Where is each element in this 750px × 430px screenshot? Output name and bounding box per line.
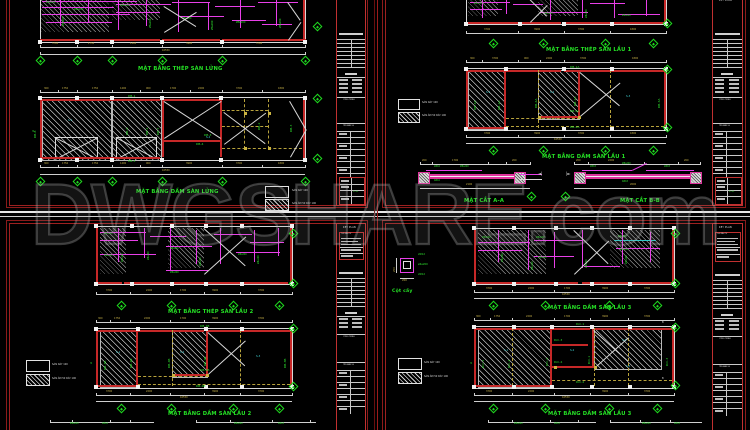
sheet-top-right[interactable]: Ø8a200 Ø8a200 Ø8a200 Ø8a200 3700 3900 37… [378,0,750,211]
key-plan-label: KEY PLAN [719,0,732,2]
detail-annotation-stirrup: ø6a200 [418,263,428,266]
sheet-frame-outer [6,220,368,430]
detail-dimension-horizontal: 200 [402,279,407,282]
section-title: MẶT CẮT A-A [464,198,505,204]
legend-swatch-solid [26,360,50,372]
legend-swatch-solid [398,99,420,110]
title-block[interactable]: CÔNG TRÌNH TÊN BẢN VẼ KC-05 [336,0,366,206]
detail-title: Cột cấy [392,289,413,294]
detail-annotation-bottom: 2Ø12 [418,273,425,276]
plan-title: MẶT BẰNG DẦM SÀN LẦU 3 [548,411,632,417]
legend-swatch-solid [265,186,289,198]
legend-swatch-hatched [26,374,50,386]
plan-title: MẶT BẰNG DẦM SÀN LỬNG [136,189,219,195]
legend-label-hatched: SÀN ÂM 50 DÀY 100 [292,202,317,205]
plan-title: MẶT BẰNG THÉP SÀN LẦU 2 [168,309,254,315]
plan-title: MẶT BẰNG DẦM SÀN LẦU 2 [168,411,252,417]
legend-label-solid: SÀN DÀY 100 [52,363,68,366]
sheet-divider-vertical-2 [377,0,378,430]
sheet-frame-outer [382,220,746,430]
sheet-bottom-left[interactable]: Ø8a200 Ø8a200 Ø8a200 Ø8a200 Ø8a200 Ø8a20… [0,218,374,430]
key-plan-label: KEY PLAN [343,226,356,229]
legend-label-hatched: SÀN ÂM 50 DÀY 100 [422,114,447,117]
legend-label-hatched: SÀN ÂM 50 DÀY 100 [424,375,449,378]
sheet-divider-horizontal-2 [0,216,750,217]
sheet-divider-horizontal [0,211,750,213]
title-block[interactable]: KEY PLAN CHỦ ĐẦU TƯ [712,223,743,430]
legend-label-hatched: SÀN ÂM 50 DÀY 100 [52,377,77,380]
legend-label-solid: SÀN DÀY 100 [424,361,440,364]
legend-swatch-hatched [398,112,420,123]
title-block[interactable]: KEY PLAN CÔNG TRÌNH TÊN BẢN VẼ [712,0,743,206]
legend-label-solid: SÀN DÀY 100 [292,189,308,192]
sheet-divider-vertical [374,0,375,430]
plan-title: MẶT BẰNG THÉP SÀN LỬNG [138,66,223,72]
title-block[interactable]: KEY PLAN CHỦ ĐẦU TƯ [336,223,366,430]
detail-annotation-top: 2Ø12 [418,253,425,256]
legend-label-solid: SÀN DÀY 100 [422,101,438,104]
section-title: MẶT CẮT B-B [620,198,660,204]
sheet-frame-outer [6,0,368,208]
plan-title: MẶT BẰNG DẦM SÀN LẦU 3 [548,305,632,311]
legend-swatch-solid [398,358,422,370]
legend-swatch-hatched [265,199,289,211]
sheet-bottom-right[interactable]: Ø8a200 Ø8a200 Ø8a200 Ø8a200 Ø8a200 Ø8a20… [378,218,750,430]
plan-title: MẶT BẰNG THÉP SÀN LẦU 1 [546,47,632,53]
key-plan-label: KEY PLAN [719,226,732,229]
plan-title: MẶT BẰNG DẦM SÀN LẦU 1 [542,154,626,160]
legend-swatch-hatched [398,372,422,384]
sheet-top-left[interactable]: Ø8a200 Ø8a200 Ø8a200 Ø8a200 Ø8a200 Ø8a20… [0,0,374,211]
sheet-frame-outer [382,0,746,208]
